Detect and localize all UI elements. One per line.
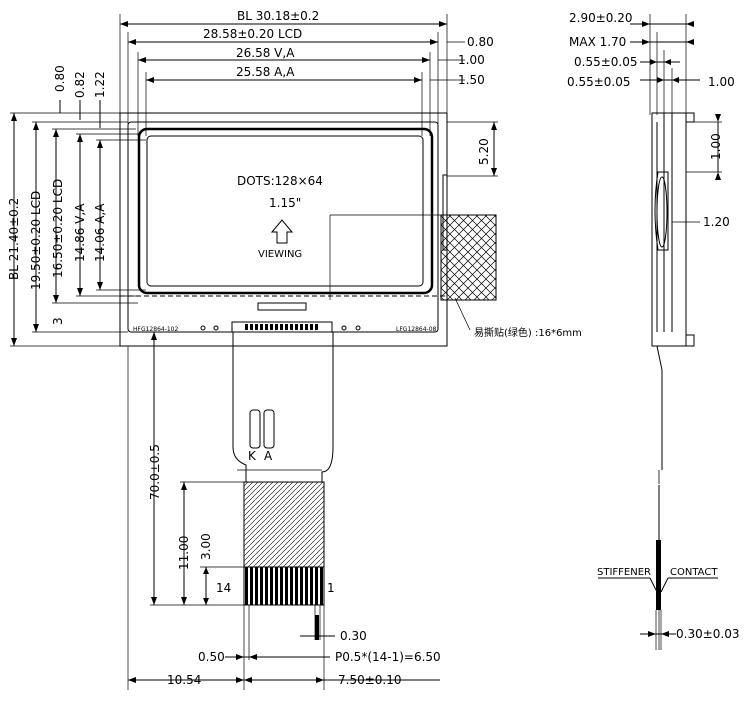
active-area — [146, 135, 424, 287]
bl-height-label: BL 21.40±0.2 — [7, 198, 21, 280]
pin-margin-label: 0.50 — [198, 650, 225, 664]
top-offset-122: 1.22 — [93, 71, 107, 98]
pin-length-label: 3.00 — [199, 533, 213, 560]
sticker-note: 易撕贴(绿色) :16*6mm — [474, 326, 582, 339]
fpc-offset-label: 10.54 — [167, 673, 201, 687]
screen-size-label: 1.15" — [269, 196, 301, 210]
side-thickness-label: 0.30±0.03 — [676, 627, 740, 641]
fpc-stiffener — [243, 481, 325, 568]
stiffener-length-label: 11.00 — [177, 536, 191, 570]
active-height-label: 16.50±0.20 LCD — [51, 179, 65, 278]
fpc-dimensions: 70.0±0.5 11.00 3.00 14 1 0.30 0.50 P0.5* — [127, 331, 441, 690]
sticker-offset-label: 5.20 — [477, 138, 491, 165]
ledge-details: HFG12864-102 LFG12864-08 — [133, 302, 437, 333]
pin-first-label: 14 — [216, 581, 231, 595]
lcd-glass-outline — [127, 121, 439, 333]
contact-label: CONTACT — [670, 567, 718, 578]
va-width-label: 26.58 V,A — [236, 46, 295, 60]
protective-sticker — [440, 214, 497, 301]
side-d1-label: 0.55±0.05 — [574, 55, 638, 69]
viewing-area — [137, 127, 434, 295]
right-offset-150: 1.50 — [458, 73, 485, 87]
width-dimensions: BL 30.18±0.2 28.58±0.20 LCD 26.58 V,A 25… — [119, 9, 494, 136]
side-d2-label: 0.55±0.05 — [567, 75, 631, 89]
pitch-label: P0.5*(14-1)=6.50 — [335, 650, 441, 664]
front-view: BL 30.18±0.2 28.58±0.20 LCD 26.58 V,A 25… — [7, 9, 582, 690]
pin-width-label: 0.30 — [340, 629, 367, 643]
side-view: 2.90±0.20 MAX 1.70 0.55±0.05 0.55±0.05 1… — [567, 11, 740, 650]
side-body — [651, 112, 687, 347]
fpc-cable: K A — [232, 332, 334, 606]
fpc-contact-pins — [243, 566, 325, 606]
va-height-label: 14.86 V,A — [73, 203, 87, 262]
right-offset-080: 0.80 — [467, 35, 494, 49]
aa-width-label: 25.58 A,A — [236, 65, 295, 79]
dots-label: DOTS:128×64 — [237, 174, 323, 188]
fpc-width-label: 7.50±0.10 — [338, 673, 402, 687]
side-d5-label: 1.20 — [703, 215, 730, 229]
right-offset-100: 1.00 — [458, 53, 485, 67]
pin-last-label: 1 — [327, 581, 335, 595]
bottom-height-label: 3 — [51, 317, 65, 325]
side-d4-label: 1.00 — [709, 133, 723, 160]
top-offset-082: 0.82 — [73, 71, 87, 98]
part-number-right: LFG12864-08 — [396, 326, 437, 333]
lcd-width-label: 28.58±0.20 LCD — [203, 27, 302, 41]
viewing-arrow-icon — [270, 219, 294, 244]
part-number-left: HFG12864-102 — [133, 326, 178, 333]
fpc-k-label: K — [248, 449, 257, 463]
backlight-outline — [119, 112, 448, 347]
lcd-height-label: 19.50±0.20 LCD — [29, 191, 43, 290]
fpc-length-label: 70.0±0.5 — [148, 444, 162, 500]
side-total-label: 2.90±0.20 — [569, 11, 633, 25]
side-d3-label: 1.00 — [708, 75, 735, 89]
bl-width-label: BL 30.18±0.2 — [237, 9, 319, 23]
fpc-a-label: A — [264, 449, 273, 463]
top-offset-080: 0.80 — [53, 65, 67, 92]
side-max-label: MAX 1.70 — [569, 35, 626, 49]
stiffener-label: STIFFENER — [597, 567, 651, 578]
viewing-label: VIEWING — [258, 249, 302, 260]
height-dimensions: BL 21.40±0.2 19.50±0.20 LCD 16.50±0.20 L… — [7, 65, 146, 347]
aa-height-label: 14.06 A,A — [93, 203, 107, 262]
